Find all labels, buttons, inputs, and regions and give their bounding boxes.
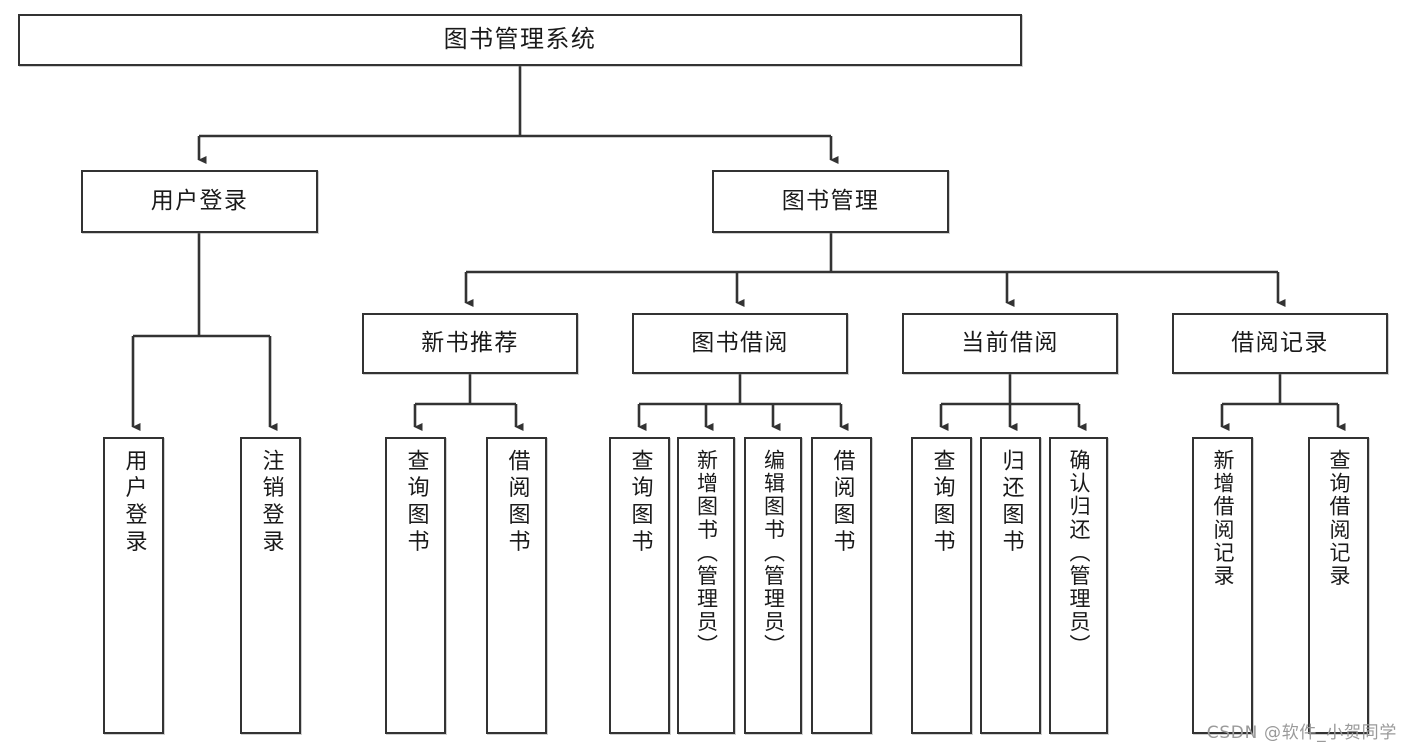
node-label: 借阅图书 xyxy=(504,449,530,557)
node-book-borrow[interactable]: 图书借阅 xyxy=(632,313,848,374)
node-label: 归还图书 xyxy=(998,449,1024,557)
leaf-book-borrow-add-book-admin[interactable]: 新增图书（管理员） xyxy=(677,437,735,734)
node-borrow-record[interactable]: 借阅记录 xyxy=(1172,313,1388,374)
leaf-user-login-login[interactable]: 用户登录 xyxy=(103,437,164,734)
node-label: 新书推荐 xyxy=(421,330,519,357)
node-label: 图书管理 xyxy=(781,188,880,215)
leaf-borrow-record-add-record[interactable]: 新增借阅记录 xyxy=(1192,437,1253,734)
csdn-watermark: CSDN @软件_小贺同学 xyxy=(1206,723,1397,743)
node-label: 查询借阅记录 xyxy=(1327,449,1351,588)
node-label: 注销登录 xyxy=(258,449,284,557)
leaf-book-borrow-borrow-books[interactable]: 借阅图书 xyxy=(811,437,872,734)
node-label: 当前借阅 xyxy=(961,330,1059,357)
leaf-current-borrow-confirm-return-admin[interactable]: 确认归还（管理员） xyxy=(1049,437,1108,734)
node-current-borrow[interactable]: 当前借阅 xyxy=(902,313,1118,374)
leaf-book-borrow-edit-book-admin[interactable]: 编辑图书（管理员） xyxy=(744,437,802,734)
node-label: 用户登录 xyxy=(121,449,147,557)
leaf-borrow-record-query-record[interactable]: 查询借阅记录 xyxy=(1308,437,1369,734)
node-label: 图书管理系统 xyxy=(443,25,597,54)
leaf-book-borrow-query-books[interactable]: 查询图书 xyxy=(609,437,670,734)
node-root-book-management-system[interactable]: 图书管理系统 xyxy=(18,14,1022,66)
node-label: 确认归还（管理员） xyxy=(1067,449,1091,657)
node-label: 编辑图书（管理员） xyxy=(761,449,786,657)
leaf-new-book-borrow-books[interactable]: 借阅图书 xyxy=(486,437,547,734)
leaf-new-book-query-books[interactable]: 查询图书 xyxy=(385,437,446,734)
node-label: 借阅图书 xyxy=(829,449,855,557)
leaf-current-borrow-query-books[interactable]: 查询图书 xyxy=(911,437,972,734)
node-label: 图书借阅 xyxy=(691,330,789,357)
leaf-user-login-logout[interactable]: 注销登录 xyxy=(240,437,301,734)
node-user-login[interactable]: 用户登录 xyxy=(81,170,318,233)
node-label: 借阅记录 xyxy=(1231,330,1329,357)
node-label: 新增借阅记录 xyxy=(1211,449,1235,588)
node-label: 用户登录 xyxy=(150,188,249,215)
node-label: 查询图书 xyxy=(929,449,955,557)
node-book-management[interactable]: 图书管理 xyxy=(712,170,949,233)
node-label: 查询图书 xyxy=(627,449,653,557)
node-label: 新增图书（管理员） xyxy=(694,449,719,657)
node-new-book-recommend[interactable]: 新书推荐 xyxy=(362,313,578,374)
node-label: 查询图书 xyxy=(403,449,429,557)
leaf-current-borrow-return-books[interactable]: 归还图书 xyxy=(980,437,1041,734)
